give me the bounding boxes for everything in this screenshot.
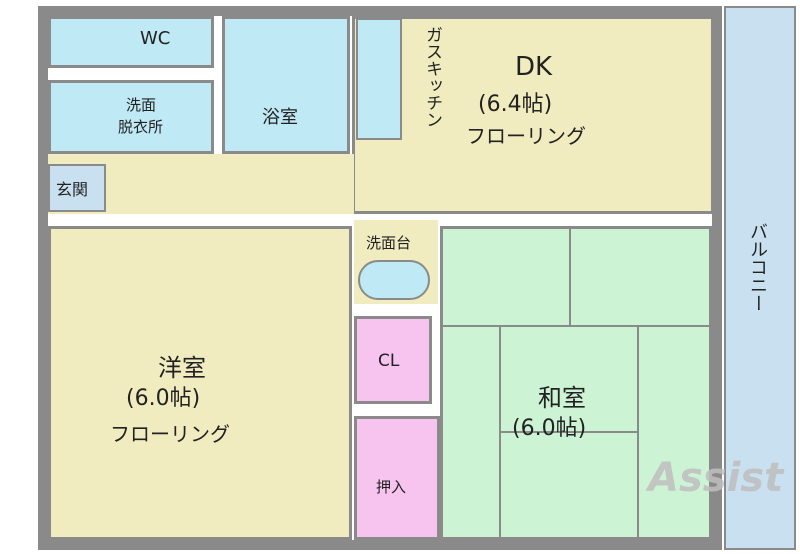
assist-logo: Assist: [648, 455, 784, 501]
western-name: 洋室: [158, 354, 206, 382]
closet-label: CL: [378, 351, 400, 371]
entrance-label: 玄関: [56, 180, 89, 199]
wc-room: [48, 16, 214, 68]
japanese-size: (6.0帖): [512, 416, 587, 441]
wc-label: WC: [140, 28, 171, 49]
closet: [354, 316, 432, 404]
outer-wall-right: [712, 6, 722, 550]
washroom: [48, 80, 214, 154]
balcony: [724, 6, 796, 550]
dk-name: DK: [515, 52, 553, 82]
dk-size: (6.4帖): [478, 92, 553, 117]
washstand-basin: [358, 260, 430, 300]
western-size: (6.0帖): [126, 386, 201, 411]
oshiire-label: 押入: [376, 478, 407, 496]
japanese-room: [440, 226, 712, 540]
kitchen-counter: [356, 18, 402, 140]
entrance: [48, 164, 106, 212]
washroom-label-1: 洗面: [126, 96, 157, 114]
outer-wall-top: [38, 6, 720, 16]
washroom-label-2: 脱衣所: [118, 118, 164, 136]
dk-floor: フローリング: [466, 124, 586, 148]
japanese-name: 和室: [538, 384, 586, 412]
western-floor: フローリング: [110, 422, 230, 446]
bath-label: 浴室: [262, 107, 298, 128]
bath-room: [222, 16, 350, 154]
washstand-label: 洗面台: [366, 234, 412, 252]
dk-room: [352, 16, 714, 214]
balcony-label: バルコニー: [747, 222, 768, 312]
oshiire: [354, 416, 440, 540]
outer-wall-bottom: [38, 540, 720, 550]
western-room: [48, 226, 352, 540]
outer-wall-left: [38, 6, 48, 550]
kitchen-vertical-label: ガスキッチン: [422, 26, 442, 128]
